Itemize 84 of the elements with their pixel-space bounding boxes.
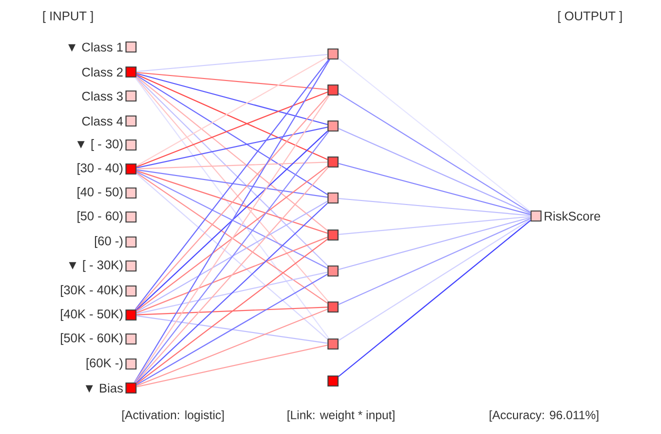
connection-line bbox=[136, 76, 328, 231]
connection-line bbox=[338, 218, 531, 306]
neuron-square: [50 - 60) bbox=[78, 211, 137, 223]
connection-line bbox=[136, 274, 328, 386]
connection-line bbox=[136, 315, 328, 344]
neuron-square: RiskScore bbox=[530, 210, 600, 222]
layer-heading: [ INPUT ] bbox=[43, 11, 93, 23]
neuron-square bbox=[327, 301, 339, 313]
node-label: ▼ [ - 30K) bbox=[68, 260, 122, 272]
node-label: [30 - 40) bbox=[78, 163, 122, 175]
neuron-square: ▼ Bias bbox=[86, 382, 137, 394]
node-label: [40K - 50K) bbox=[60, 309, 122, 321]
connection-line bbox=[338, 92, 531, 214]
connection-line bbox=[136, 130, 328, 310]
neuron-square bbox=[327, 156, 339, 168]
connection-line bbox=[136, 72, 328, 90]
connection-line bbox=[136, 54, 328, 72]
connection-line bbox=[136, 272, 328, 314]
connection-line bbox=[136, 92, 328, 168]
neuron-square: [60 -) bbox=[94, 236, 137, 248]
connection-line bbox=[136, 162, 328, 170]
connection-line bbox=[136, 236, 328, 314]
connection-line bbox=[136, 200, 328, 312]
connection-line bbox=[136, 167, 328, 383]
neuron-square: [30K - 40K) bbox=[60, 285, 137, 297]
neuron-square: Class 3 bbox=[82, 90, 137, 102]
connection-line bbox=[338, 198, 530, 216]
neuron-square bbox=[327, 120, 339, 132]
layer-heading: [ OUTPUT ] bbox=[558, 11, 622, 23]
connection-line bbox=[338, 216, 531, 270]
connection-line bbox=[338, 220, 531, 377]
connection-line bbox=[338, 162, 531, 216]
node-label: [30K - 40K) bbox=[60, 285, 122, 297]
connection-line bbox=[338, 216, 531, 236]
status-text: [Link: weight * input] bbox=[288, 410, 394, 422]
status-text: [Activation: logistic] bbox=[122, 410, 224, 422]
node-label: Class 4 bbox=[82, 116, 123, 126]
neuron-square: [40 - 50) bbox=[78, 187, 137, 199]
connection-line bbox=[136, 344, 328, 388]
neuron-square: Class 4 bbox=[82, 115, 137, 127]
connection-line bbox=[136, 306, 328, 316]
neuron-square: [30 - 40) bbox=[78, 163, 137, 175]
node-label: [60 -) bbox=[94, 236, 122, 248]
connection-line bbox=[338, 219, 531, 341]
neuron-square bbox=[327, 84, 339, 96]
connection-line bbox=[338, 58, 531, 212]
neuron-square: [50K - 60K) bbox=[60, 333, 137, 345]
node-label: [50K - 60K) bbox=[60, 333, 122, 345]
node-label: [40 - 50) bbox=[78, 187, 122, 199]
connection-line bbox=[136, 56, 328, 166]
connection-line bbox=[136, 126, 328, 168]
neuron-square bbox=[327, 48, 339, 60]
node-label: [50 - 60) bbox=[78, 211, 122, 223]
connection-line bbox=[136, 308, 328, 386]
neuron-square bbox=[327, 375, 339, 387]
connection-line bbox=[136, 77, 328, 266]
neuron-square: ▼ Class 1 bbox=[68, 41, 137, 53]
connection-line bbox=[136, 72, 328, 126]
connection-line bbox=[136, 171, 328, 269]
connection-line bbox=[136, 202, 328, 384]
node-label: RiskScore bbox=[544, 211, 600, 221]
connection-line bbox=[136, 74, 328, 160]
neuron-square: Class 2 bbox=[82, 66, 137, 78]
connection-line bbox=[136, 169, 328, 198]
node-label: ▼ Bias bbox=[86, 383, 123, 393]
neuron-square: [60K -) bbox=[86, 358, 137, 370]
node-label: ▼ [ - 30) bbox=[77, 139, 122, 151]
node-label: Class 3 bbox=[82, 91, 123, 101]
neuron-square: ▼ [ - 30K) bbox=[68, 260, 137, 272]
connection-line bbox=[136, 238, 328, 384]
neuron-square bbox=[327, 265, 339, 277]
node-label: [60K -) bbox=[86, 358, 122, 370]
neuron-square bbox=[327, 229, 339, 241]
node-label: ▼ Class 1 bbox=[68, 42, 123, 52]
connection-line bbox=[338, 128, 531, 214]
node-label: Class 2 bbox=[82, 67, 123, 77]
connection-line bbox=[136, 170, 328, 234]
neuron-square: [40K - 50K) bbox=[60, 309, 137, 321]
neuron-square bbox=[327, 338, 339, 350]
connection-line bbox=[136, 173, 328, 340]
connection-line bbox=[136, 74, 328, 196]
status-text: [Accuracy: 96.011%] bbox=[490, 410, 598, 422]
neuron-square bbox=[327, 192, 339, 204]
neuron-square: ▼ [ - 30) bbox=[77, 139, 137, 151]
